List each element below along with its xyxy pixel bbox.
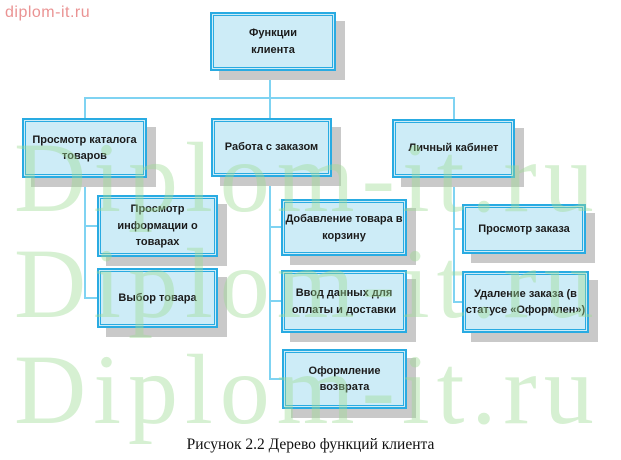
connector-stub-catalog-2 [84, 297, 97, 299]
tree-node-delete-order: Удаление заказа (в статусе «Оформлен») [462, 271, 589, 333]
tree-node-order-label: Работа с заказом [224, 141, 319, 154]
connector-drop-account [453, 97, 455, 120]
connector-trunk-account [453, 178, 455, 303]
connector-stub-order-2 [269, 300, 281, 302]
corner-watermark: diplom-it.ru [5, 4, 91, 21]
connector-trunk-order [269, 177, 271, 380]
connector-stub-order-3 [269, 378, 282, 380]
tree-node-view-product-info-label: Просмотр информации о товарах [117, 203, 198, 249]
tree-node-payment-delivery-data-label: Ввод данных для оплаты и доставки [291, 287, 397, 316]
tree-node-order: Работа с заказом [211, 118, 332, 177]
tree-node-view-product-info: Просмотр информации о товарах [97, 195, 218, 257]
connector-stub-account-1 [453, 228, 462, 230]
tree-node-view-order-label: Просмотр заказа [478, 222, 570, 235]
tree-node-account: Личный кабинет [392, 119, 515, 178]
connector-stub-account-2 [453, 301, 462, 303]
figure-caption: Рисунок 2.2 Дерево функций клиента [186, 436, 435, 453]
connector-top-horizontal [84, 97, 455, 99]
tree-node-choose-product: Выбор товара [97, 268, 218, 328]
tree-node-return-processing-label: Оформление возврата [308, 364, 381, 394]
tree-node-return-processing: Оформление возврата [282, 349, 407, 409]
tree-node-view-order: Просмотр заказа [462, 204, 586, 254]
tree-node-payment-delivery-data: Ввод данных для оплаты и доставки [281, 270, 407, 333]
tree-node-catalog: Просмотр каталога товаров [22, 118, 147, 178]
tree-node-account-label: Личный кабинет [408, 142, 499, 155]
tree-node-delete-order-label: Удаление заказа (в статусе «Оформлен») [465, 287, 586, 317]
connector-root-stem [269, 71, 271, 118]
connector-stub-catalog-1 [84, 225, 97, 227]
tree-node-choose-product-label: Выбор товара [118, 291, 197, 304]
tree-node-catalog-label: Просмотр каталога товаров [32, 133, 137, 163]
tree-node-root: Функции клиента [210, 12, 336, 71]
connector-trunk-catalog [84, 178, 86, 299]
tree-node-add-to-cart: Добавление товара в корзину [281, 199, 407, 256]
tree-node-add-to-cart-label: Добавление товара в корзину [285, 213, 403, 242]
tree-node-root-label: Функции клиента [249, 27, 297, 56]
connector-drop-catalog [84, 97, 86, 119]
connector-stub-order-1 [269, 226, 281, 228]
